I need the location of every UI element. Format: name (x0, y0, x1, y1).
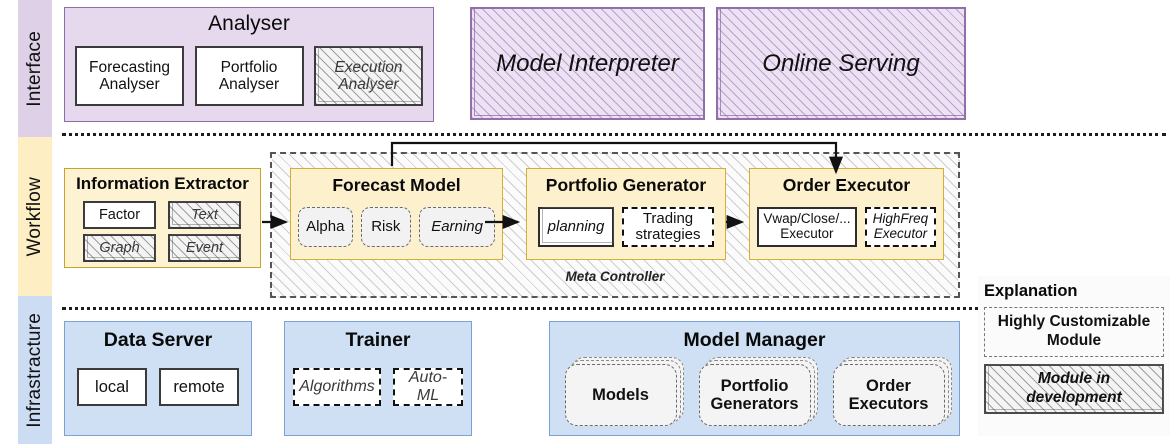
band-workflow-label: Workflow (24, 176, 45, 257)
trading-strategies-line2: strategies (635, 226, 701, 243)
earning-chip[interactable]: Earning (419, 207, 495, 247)
forecasting-analyser-line2: Analyser (99, 76, 160, 93)
legend-development-module: Module in development (984, 364, 1164, 414)
online-serving-box[interactable]: Online Serving (716, 7, 966, 120)
data-server-panel: Data Server local remote (64, 321, 252, 436)
legend-customizable-line2: Module (1046, 332, 1102, 349)
planning-box[interactable]: planning (538, 207, 614, 247)
portfolio-generator-items: planning Trading strategies (534, 207, 718, 247)
meta-controller-container: Forecast Model Alpha Risk Earning Portfo… (270, 152, 960, 298)
graph-box[interactable]: Graph (83, 234, 156, 262)
analyser-panel: Analyser Forecasting Analyser Portfolio … (64, 7, 434, 122)
forecasting-analyser-line1: Forecasting (89, 58, 170, 76)
trainer-title: Trainer (345, 329, 411, 351)
trainer-items: Algorithms Auto-ML (293, 368, 463, 406)
risk-chip[interactable]: Risk (360, 207, 412, 247)
models-stack[interactable]: Models (564, 357, 684, 426)
portfolio-analyser-line2: Analyser (218, 76, 280, 93)
information-extractor-items: Factor Text Graph Event (83, 201, 241, 262)
data-server-items: local remote (73, 368, 243, 406)
model-interpreter-label: Model Interpreter (496, 49, 679, 77)
text-box[interactable]: Text (168, 201, 241, 229)
order-executor-panel: Order Executor Vwap/Close/... Executor H… (749, 168, 944, 260)
meta-controller-label: Meta Controller (565, 269, 665, 284)
order-executors-card[interactable]: Order Executors (832, 364, 945, 426)
order-executors-line1: Order (866, 376, 911, 395)
band-workflow: Workflow (18, 137, 52, 296)
order-executor-title: Order Executor (782, 175, 911, 195)
model-manager-title: Model Manager (683, 329, 826, 351)
portfolio-generators-stack[interactable]: Portfolio Generators (698, 357, 818, 426)
local-box[interactable]: local (77, 368, 147, 406)
algorithms-box[interactable]: Algorithms (293, 368, 381, 406)
explanation-title: Explanation (984, 282, 1078, 300)
portfolio-analyser-box[interactable]: Portfolio Analyser (194, 46, 304, 106)
band-infrastructure: Infrastracture (18, 296, 52, 444)
highfreq-executor-line1: HighFreq (872, 211, 929, 227)
data-server-title: Data Server (103, 329, 213, 351)
model-manager-items: Models Portfolio Generators Order Execut… (558, 357, 952, 426)
trading-strategies-box[interactable]: Trading strategies (622, 207, 714, 247)
vwap-executor-line1: Vwap/Close/... (763, 211, 851, 227)
separator-workflow-infrastructure (62, 307, 1166, 310)
factor-box[interactable]: Factor (83, 201, 156, 229)
portfolio-generators-line1: Portfolio (720, 376, 789, 395)
forecast-model-items: Alpha Risk Earning (298, 207, 495, 247)
auto-ml-box[interactable]: Auto-ML (393, 368, 463, 406)
forecast-model-panel: Forecast Model Alpha Risk Earning (290, 168, 503, 260)
separator-interface-workflow (62, 133, 1166, 136)
models-card[interactable]: Models (564, 364, 677, 426)
information-extractor-panel: Information Extractor Factor Text Graph … (64, 168, 261, 268)
execution-analyser-line2: Analyser (338, 76, 399, 93)
legend-customizable-line1: Highly Customizable (997, 313, 1151, 331)
portfolio-generators-line2: Generators (710, 395, 799, 413)
model-manager-panel: Model Manager Models Portfolio Generator… (549, 321, 960, 436)
trading-strategies-line1: Trading (642, 209, 694, 227)
forecasting-analyser-box[interactable]: Forecasting Analyser (75, 46, 184, 106)
band-interface: Interface (18, 0, 52, 137)
order-executors-line2: Executors (848, 395, 929, 413)
highfreq-executor-box[interactable]: HighFreq Executor (864, 207, 936, 247)
alpha-chip[interactable]: Alpha (298, 207, 353, 247)
vwap-executor-line2: Executor (780, 226, 834, 241)
analyser-title: Analyser (208, 12, 290, 35)
execution-analyser-line1: Execution (334, 58, 403, 76)
portfolio-analyser-line1: Portfolio (220, 58, 278, 76)
remote-box[interactable]: remote (159, 368, 239, 406)
explanation-legend: Explanation Highly Customizable Module M… (978, 276, 1170, 436)
online-serving-label: Online Serving (762, 49, 920, 77)
order-executors-stack[interactable]: Order Executors (832, 357, 952, 426)
portfolio-generator-title: Portfolio Generator (545, 175, 707, 195)
band-interface-label: Interface (24, 30, 45, 107)
highfreq-executor-line2: Executor (873, 226, 928, 241)
analyser-items: Forecasting Analyser Portfolio Analyser … (75, 46, 423, 106)
vwap-close-executor-box[interactable]: Vwap/Close/... Executor (757, 207, 857, 247)
portfolio-generators-card[interactable]: Portfolio Generators (698, 364, 811, 426)
forecast-model-title: Forecast Model (332, 175, 461, 195)
order-executor-items: Vwap/Close/... Executor HighFreq Executo… (757, 207, 936, 247)
legend-development-line1: Module in (1037, 370, 1111, 388)
portfolio-generator-panel: Portfolio Generator planning Trading str… (526, 168, 726, 260)
information-extractor-title: Information Extractor (76, 174, 249, 193)
execution-analyser-box[interactable]: Execution Analyser (314, 46, 423, 106)
band-infrastructure-label: Infrastracture (24, 312, 45, 428)
model-interpreter-box[interactable]: Model Interpreter (470, 7, 705, 120)
trainer-panel: Trainer Algorithms Auto-ML (284, 321, 472, 436)
event-box[interactable]: Event (168, 234, 241, 262)
legend-development-line2: development (1026, 389, 1122, 406)
legend-customizable-module: Highly Customizable Module (984, 307, 1164, 357)
